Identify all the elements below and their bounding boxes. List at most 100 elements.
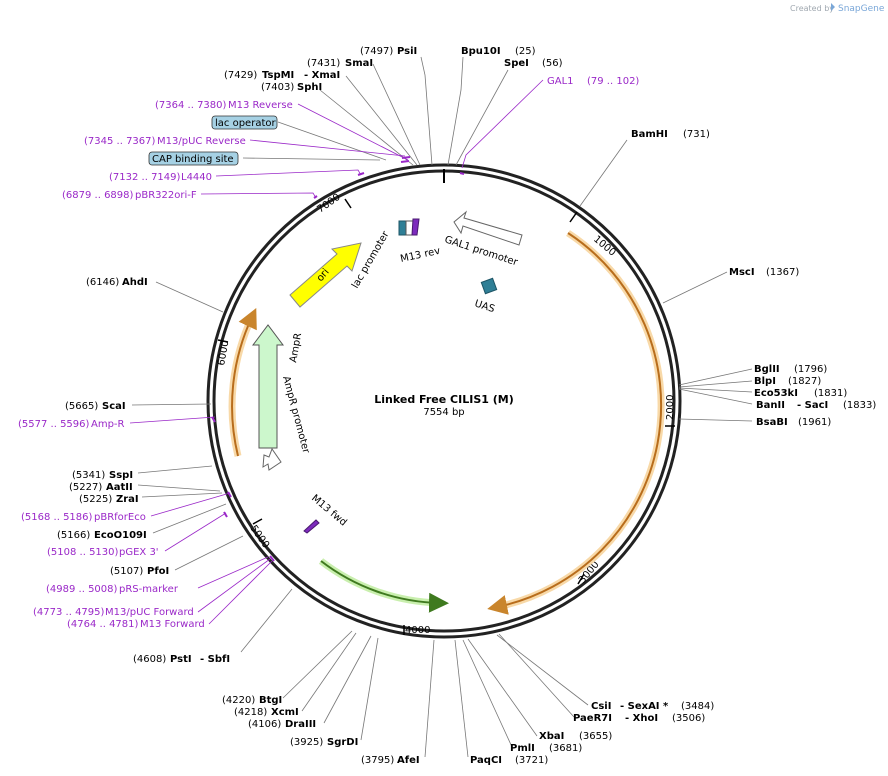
primer-pgex3-range: (5108 .. 5130) xyxy=(47,547,119,558)
primer-l4440-range: (7132 .. 7149) xyxy=(109,172,181,183)
enzyme-sexai[interactable]: - SexAI * xyxy=(620,701,669,712)
tick-6000: 6000 xyxy=(216,340,231,367)
enzyme-eco53ki[interactable]: Eco53kI xyxy=(754,388,798,399)
snapgene-logo-icon xyxy=(831,3,835,11)
enzyme-paer7i[interactable]: PaeR7I xyxy=(573,713,612,724)
uas-box[interactable] xyxy=(480,277,498,295)
primer-m13-reverse-name[interactable]: M13 Reverse xyxy=(228,100,293,111)
enzyme-bamhi[interactable]: BamHI xyxy=(631,129,668,140)
enzyme-psii[interactable]: PsiI xyxy=(397,46,417,57)
primer-pgex3-name[interactable]: pGEX 3' xyxy=(119,547,159,558)
m13-rev-mark[interactable] xyxy=(411,218,420,236)
primer-ampr-range: (5577 .. 5596) xyxy=(18,419,90,430)
enzyme-msci[interactable]: MscI xyxy=(729,267,755,278)
enzyme-scai[interactable]: ScaI xyxy=(102,401,126,412)
enzyme-pfoi[interactable]: PfoI xyxy=(147,566,169,577)
primer-m13puc-forward-name[interactable]: M13/pUC Forward xyxy=(105,607,194,618)
enzyme-scai-pos: (5665) xyxy=(65,401,98,412)
primer-m13-forward-name[interactable]: M13 Forward xyxy=(140,619,205,630)
enzyme-psii-pos: (7497) xyxy=(360,46,393,57)
primer-pbrforeco-range: (5168 .. 5186) xyxy=(21,512,93,523)
enzyme-csii[interactable]: CsiI xyxy=(591,701,611,712)
primer-ampr-name[interactable]: Amp-R xyxy=(91,419,125,430)
enzyme-ahdi-pos: (6146) xyxy=(86,277,119,288)
feature-orange-left-halo xyxy=(228,315,256,457)
plasmid-length: 7554 bp xyxy=(423,407,464,418)
enzyme-draiii[interactable]: DraIII xyxy=(285,719,316,730)
enzyme-saci[interactable]: - SacI xyxy=(797,400,828,411)
enzyme-paqci[interactable]: PaqCI xyxy=(470,755,502,766)
enzyme-eco53ki-pos: (1831) xyxy=(814,388,847,399)
enzyme-psti[interactable]: PstI xyxy=(170,654,192,665)
enzyme-tspmi[interactable]: TspMI xyxy=(262,70,294,81)
enzyme-tspmi-pos: (7429) xyxy=(224,70,257,81)
enzyme-bsabi[interactable]: BsaBI xyxy=(756,417,788,428)
primer-m13-forward-range: (4764 .. 4781) xyxy=(67,619,139,630)
m13-fwd-mark[interactable] xyxy=(303,519,320,534)
primer-pbr322ori-range: (6879 .. 6898) xyxy=(62,190,134,201)
primer-gal1-name[interactable]: GAL1 xyxy=(547,76,574,87)
leader-lines xyxy=(131,56,753,758)
enzyme-xcmi-pos: (4218) xyxy=(234,707,267,718)
primer-l4440-name[interactable]: L4440 xyxy=(181,172,212,183)
feature-green-bottom xyxy=(320,560,449,613)
enzyme-bamhi-pos: (731) xyxy=(683,129,710,140)
snapgene-credit: Created by SnapGene xyxy=(790,3,885,14)
cap-binding-site-box[interactable] xyxy=(148,151,239,166)
gal1-promoter-arrow[interactable] xyxy=(453,210,523,246)
enzyme-aatii[interactable]: AatII xyxy=(106,482,133,493)
enzyme-afei[interactable]: AfeI xyxy=(397,755,420,766)
enzyme-draiii-pos: (4106) xyxy=(248,719,281,730)
enzyme-xbai[interactable]: XbaI xyxy=(539,731,564,742)
ampr-promoter-arrow[interactable] xyxy=(262,447,282,471)
tick-marks xyxy=(217,198,675,635)
ori-arrow[interactable] xyxy=(289,242,362,308)
enzyme-ahdi[interactable]: AhdI xyxy=(122,277,148,288)
enzyme-msci-pos: (1367) xyxy=(766,267,799,278)
enzyme-bglii[interactable]: BglII xyxy=(754,364,780,375)
feature-green-bottom-halo xyxy=(318,558,440,607)
enzyme-btgi-pos: (4220) xyxy=(222,695,255,706)
enzyme-smai-pos: (7431) xyxy=(307,58,340,69)
feature-orange-right-halo xyxy=(496,230,665,611)
enzyme-afei-pos: (3795) xyxy=(361,755,394,766)
enzyme-sbfi[interactable]: - SbfI xyxy=(200,654,230,665)
enzyme-xbai-pos: (3655) xyxy=(579,731,612,742)
lac-operator-mark[interactable] xyxy=(398,220,407,236)
primer-m13puc-reverse-name[interactable]: M13/pUC Reverse xyxy=(157,136,246,147)
feature-orange-right xyxy=(487,232,663,615)
enzyme-smai[interactable]: SmaI xyxy=(345,58,373,69)
lac-operator-box[interactable] xyxy=(211,115,278,130)
enzyme-spei[interactable]: SpeI xyxy=(504,58,529,69)
enzyme-xmai[interactable]: - XmaI xyxy=(304,70,340,81)
enzyme-sphi[interactable]: SphI xyxy=(297,82,322,93)
ampr-arrow[interactable] xyxy=(252,324,284,449)
enzyme-xhoi[interactable]: - XhoI xyxy=(625,713,658,724)
enzyme-sspi[interactable]: SspI xyxy=(109,470,133,481)
plasmid-name: Linked Free CILIS1 (M) xyxy=(374,393,513,406)
enzyme-csii-pos: (3484) xyxy=(681,701,714,712)
enzyme-zrai-pos: (5225) xyxy=(79,494,112,505)
enzyme-banii[interactable]: BanII xyxy=(756,400,785,411)
enzyme-btgi[interactable]: BtgI xyxy=(259,695,282,706)
credit-brand: SnapGene xyxy=(838,4,885,14)
lac-operator-box-label: lac operator xyxy=(215,118,276,129)
enzyme-bpu10i-pos: (25) xyxy=(515,46,536,57)
primer-prs-marker-name[interactable]: pRS-marker xyxy=(119,584,179,595)
enzyme-blpi[interactable]: BlpI xyxy=(754,376,776,387)
m13-rev-label: M13 rev xyxy=(399,246,441,265)
enzyme-pmli[interactable]: PmlI xyxy=(510,743,535,754)
enzyme-bsabi-pos: (1961) xyxy=(798,417,831,428)
enzyme-ecoo109i-pos: (5166) xyxy=(57,530,90,541)
primer-pbrforeco-name[interactable]: pBRforEco xyxy=(94,512,146,523)
enzyme-xcmi[interactable]: XcmI xyxy=(271,707,299,718)
enzyme-bpu10i[interactable]: Bpu10I xyxy=(461,46,501,57)
enzyme-pmli-pos: (3681) xyxy=(549,743,582,754)
primer-pbr322ori-name[interactable]: pBR322ori-F xyxy=(135,190,197,201)
primer-m13-reverse-range: (7364 .. 7380) xyxy=(155,100,227,111)
enzyme-ecoo109i[interactable]: EcoO109I xyxy=(94,530,147,541)
enzyme-pfoi-pos: (5107) xyxy=(110,566,143,577)
enzyme-zrai[interactable]: ZraI xyxy=(116,494,139,505)
tick-4000: 4000 xyxy=(405,625,430,636)
enzyme-sgrdi[interactable]: SgrDI xyxy=(327,737,358,748)
